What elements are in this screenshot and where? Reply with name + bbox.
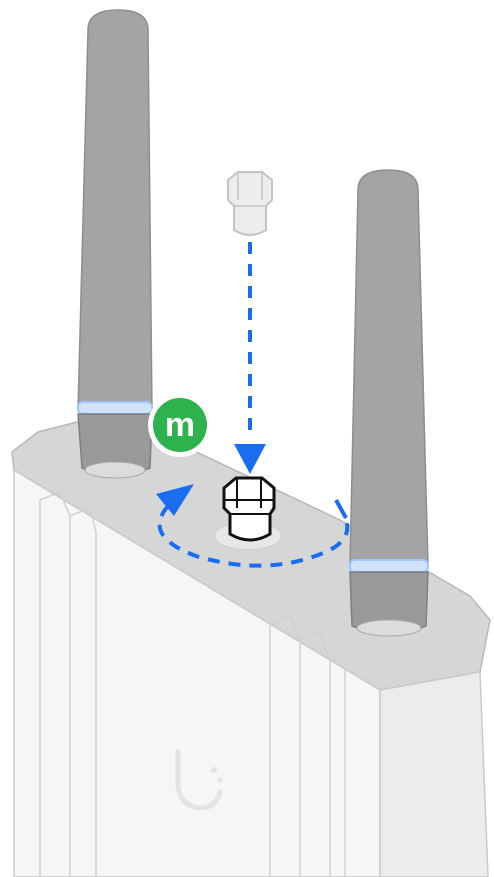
left-antenna	[78, 10, 152, 478]
right-antenna-glow-ring	[350, 560, 428, 572]
rf-connector-cap-icon	[228, 172, 272, 235]
device-side-face	[380, 672, 488, 877]
ghost-cap	[228, 172, 272, 235]
left-antenna-glow-ring	[78, 402, 152, 414]
right-antenna	[350, 170, 428, 636]
step-badge: m	[148, 393, 212, 457]
left-antenna-shaft	[78, 10, 152, 410]
installed-cap-body	[224, 478, 274, 540]
right-antenna-shaft	[350, 170, 428, 566]
dashed-arrow-icon	[234, 242, 266, 474]
step-badge-label: m	[165, 406, 195, 444]
